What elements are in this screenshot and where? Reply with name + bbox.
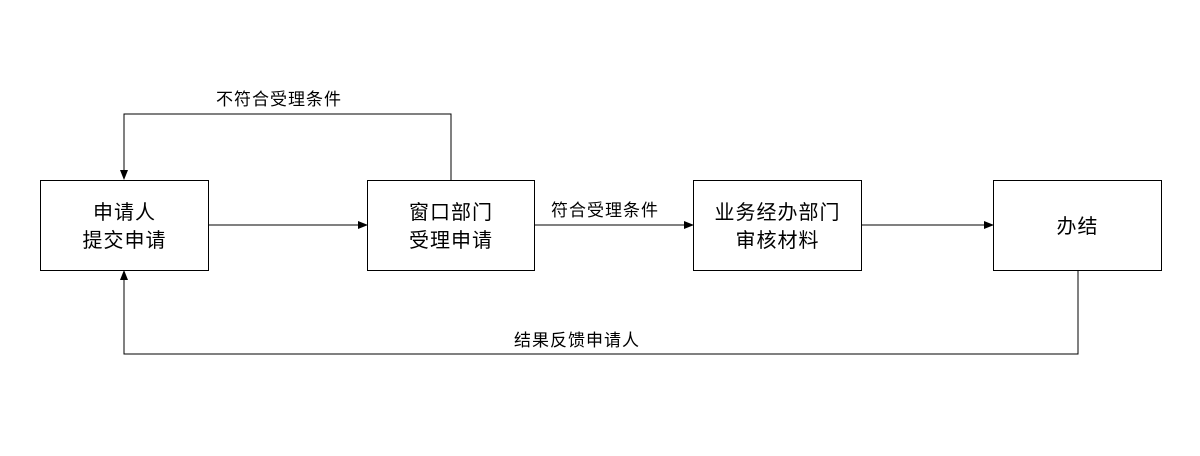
node-done-line1: 办结 bbox=[1056, 213, 1099, 238]
node-window: 窗口部门 受理申请 bbox=[367, 180, 535, 271]
node-business: 业务经办部门 审核材料 bbox=[693, 180, 862, 271]
node-business-line2: 审核材料 bbox=[735, 227, 820, 252]
node-business-line1: 业务经办部门 bbox=[714, 199, 841, 224]
node-applicant-line2: 提交申请 bbox=[82, 227, 167, 252]
node-applicant-line1: 申请人 bbox=[93, 199, 156, 224]
arrow-reject-loop bbox=[120, 113, 452, 180]
edge-label-reject: 不符合受理条件 bbox=[216, 90, 342, 110]
node-applicant: 申请人 提交申请 bbox=[40, 180, 209, 271]
node-window-line2: 受理申请 bbox=[409, 227, 493, 252]
edge-label-feedback: 结果反馈申请人 bbox=[514, 331, 640, 351]
node-done: 办结 bbox=[993, 180, 1162, 271]
edge-label-accept: 符合受理条件 bbox=[551, 201, 659, 221]
node-window-line1: 窗口部门 bbox=[409, 199, 493, 224]
arrow-feedback-loop bbox=[120, 270, 1079, 355]
